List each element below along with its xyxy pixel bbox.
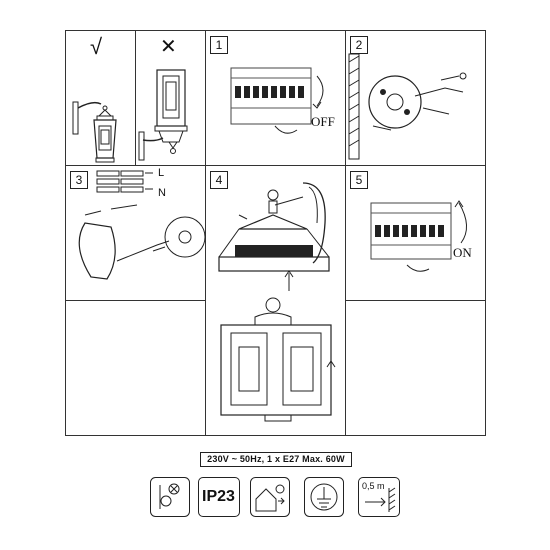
step-2-panel: 2 bbox=[345, 30, 485, 165]
breaker-panel-on-illustration bbox=[370, 200, 467, 272]
step-5-number: 5 bbox=[350, 171, 368, 189]
step-4-panel: 4 bbox=[205, 165, 345, 435]
distance-label: 0,5 m bbox=[362, 481, 385, 491]
ground-protection-icon bbox=[304, 477, 344, 517]
ip23-icon: IP23 bbox=[198, 477, 240, 517]
step-1-number: 1 bbox=[210, 36, 228, 54]
step-4-number: 4 bbox=[210, 171, 228, 189]
wall-plate-drilling-illustration bbox=[348, 53, 467, 160]
min-distance-icon: 0,5 m bbox=[358, 477, 400, 517]
wiring-connection-illustration bbox=[78, 170, 206, 280]
breaker-panel-off-illustration bbox=[230, 67, 324, 134]
lantern-upside-down-illustration bbox=[138, 69, 188, 161]
indoor-outdoor-icon bbox=[250, 477, 290, 517]
wall-mount-icon bbox=[150, 477, 190, 517]
ip-rating-label: IP23 bbox=[202, 488, 235, 505]
distance-arrow-icon bbox=[365, 487, 396, 512]
step-5-panel: 5 ON bbox=[345, 165, 485, 300]
on-label: ON bbox=[453, 245, 472, 260]
neutral-wire-label: N bbox=[158, 187, 166, 199]
empty-panel-left bbox=[65, 300, 205, 435]
correct-mount-panel: √ bbox=[65, 30, 135, 165]
live-wire-label: L bbox=[158, 167, 165, 179]
check-mark: √ bbox=[90, 34, 103, 59]
step-3-number: 3 bbox=[70, 171, 88, 189]
lantern-hanging-up-illustration bbox=[72, 101, 117, 163]
lantern-assembly-illustration bbox=[218, 182, 336, 422]
electrical-spec-label: 230V ~ 50Hz, 1 x E27 Max. 60W bbox=[200, 452, 352, 467]
empty-panel-right bbox=[345, 300, 485, 435]
step-1-panel: 1 OFF bbox=[205, 30, 345, 165]
off-label: OFF bbox=[311, 114, 335, 129]
step-3-panel: 3 L N bbox=[65, 165, 206, 300]
incorrect-mount-panel: ✕ bbox=[135, 30, 205, 165]
cross-mark: ✕ bbox=[160, 36, 177, 58]
